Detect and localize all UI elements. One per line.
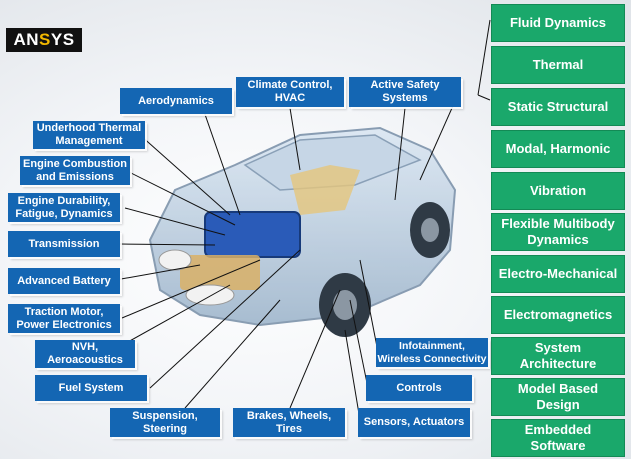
capability-electro-mechanical: Electro-Mechanical [491,255,625,293]
capability-thermal: Thermal [491,46,625,84]
label-fuel-system: Fuel System [35,375,147,401]
capability-fluid-dynamics: Fluid Dynamics [491,4,625,42]
capability-electromagnetics: Electromagnetics [491,296,625,334]
capability-model-based-design: Model Based Design [491,378,625,416]
capability-vibration: Vibration [491,172,625,210]
label-underhood-thermal: Underhood Thermal Management [33,121,145,149]
capability-static-structural: Static Structural [491,88,625,126]
label-advanced-battery: Advanced Battery [8,268,120,294]
capability-modal-harmonic: Modal, Harmonic [491,130,625,168]
label-brakes: Brakes, Wheels, Tires [233,408,345,437]
label-sensors-actuators: Sensors, Actuators [358,408,470,437]
label-active-safety: Active Safety Systems [349,77,461,107]
label-nvh: NVH, Aeroacoustics [35,340,135,368]
label-traction-motor: Traction Motor, Power Electronics [8,304,120,333]
label-climate-control: Climate Control, HVAC [236,77,344,107]
label-aerodynamics: Aerodynamics [120,88,232,114]
capability-flexible-multibody: Flexible Multibody Dynamics [491,213,625,251]
label-suspension: Suspension, Steering [110,408,220,437]
capability-system-architecture: System Architecture [491,337,625,375]
capability-embedded-software: Embedded Software [491,419,625,457]
label-engine-durability: Engine Durability, Fatigue, Dynamics [8,193,120,222]
label-engine-combustion: Engine Combustion and Emissions [20,156,130,185]
label-controls: Controls [366,375,472,401]
ansys-logo: ANSYS [6,28,82,52]
label-infotainment: Infotainment, Wireless Connectivity [376,338,488,367]
label-transmission: Transmission [8,231,120,257]
